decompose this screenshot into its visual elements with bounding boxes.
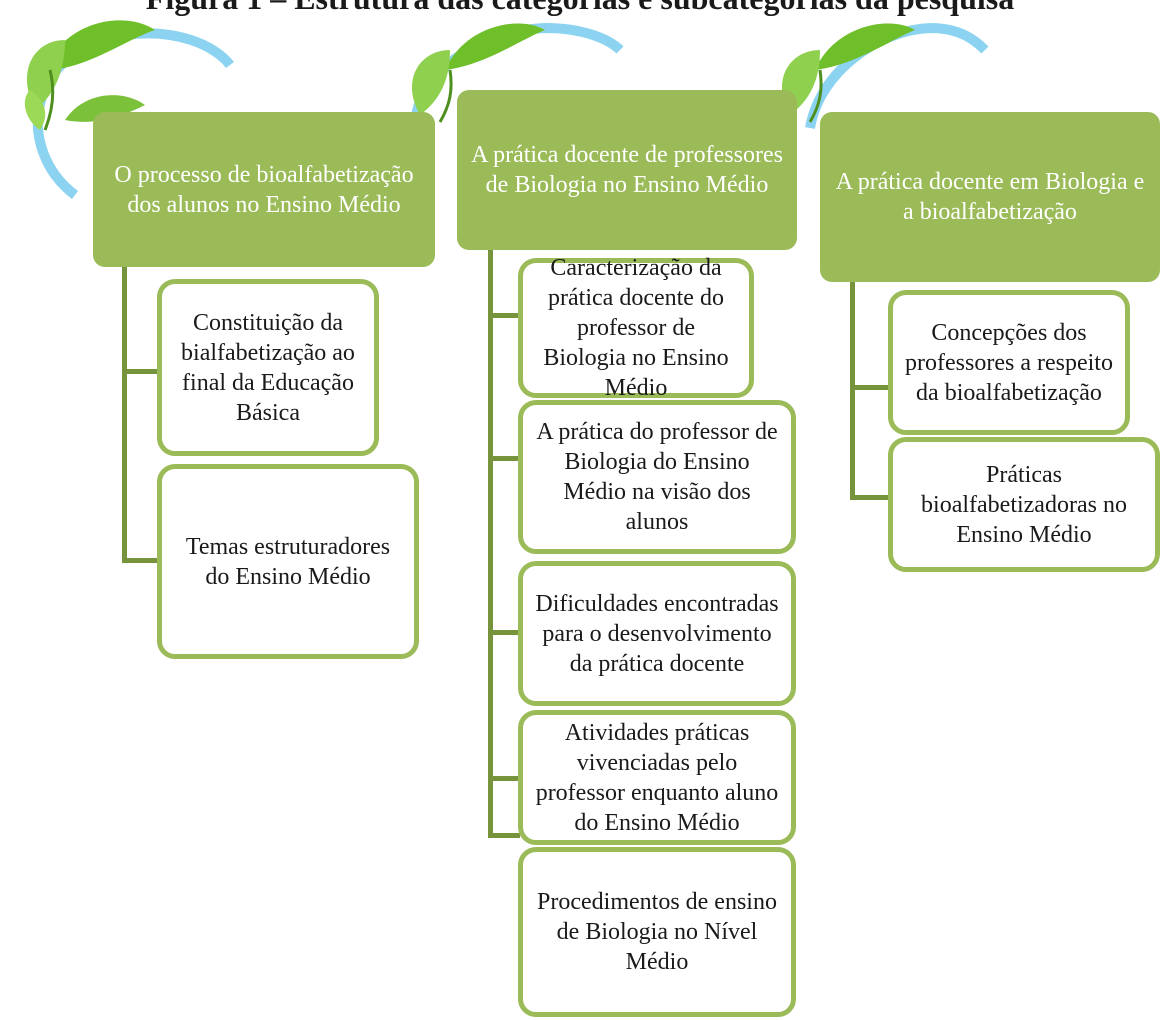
figure-title: Figura 1 – Estrutura das categorias e su… [0,0,1160,18]
connector-line [850,495,890,500]
connector-line [122,265,127,563]
connector-line [488,833,520,838]
category-header: A prática docente em Biologia e a bioalf… [820,112,1160,282]
category-header: O processo de bioalfabetização dos aluno… [93,112,435,267]
subcategory-box: Concepções dos professores a respeito da… [888,290,1130,435]
subcategory-box: Práticas bioalfabetizadoras no Ensino Mé… [888,437,1160,572]
subcategory-box: Temas estruturadores do Ensino Médio [157,464,419,659]
connector-line [850,282,855,500]
connector-line [122,558,160,563]
leaf-icon [410,22,624,129]
subcategory-box: Procedimentos de ensino de Biologia no N… [518,847,796,1017]
connector-line [488,313,520,318]
leaf-icon [781,22,989,129]
subcategory-box: Atividades práticas vivenciadas pelo pro… [518,710,796,845]
connector-line [488,250,493,838]
connector-line [850,385,890,390]
connector-line [488,456,520,461]
subcategory-box: Constituição da bialfabetização ao final… [157,279,379,456]
connector-line [488,776,520,781]
connector-line [122,369,160,374]
leaf-icon [24,20,234,199]
subcategory-box: Caracterização da prática docente do pro… [518,255,754,401]
subcategory-box: Dificuldades encontradas para o desenvol… [518,561,796,706]
category-header: A prática docente de professores de Biol… [457,90,797,250]
connector-line [488,630,520,635]
subcategory-box: A prática do professor de Biologia do En… [518,400,796,554]
